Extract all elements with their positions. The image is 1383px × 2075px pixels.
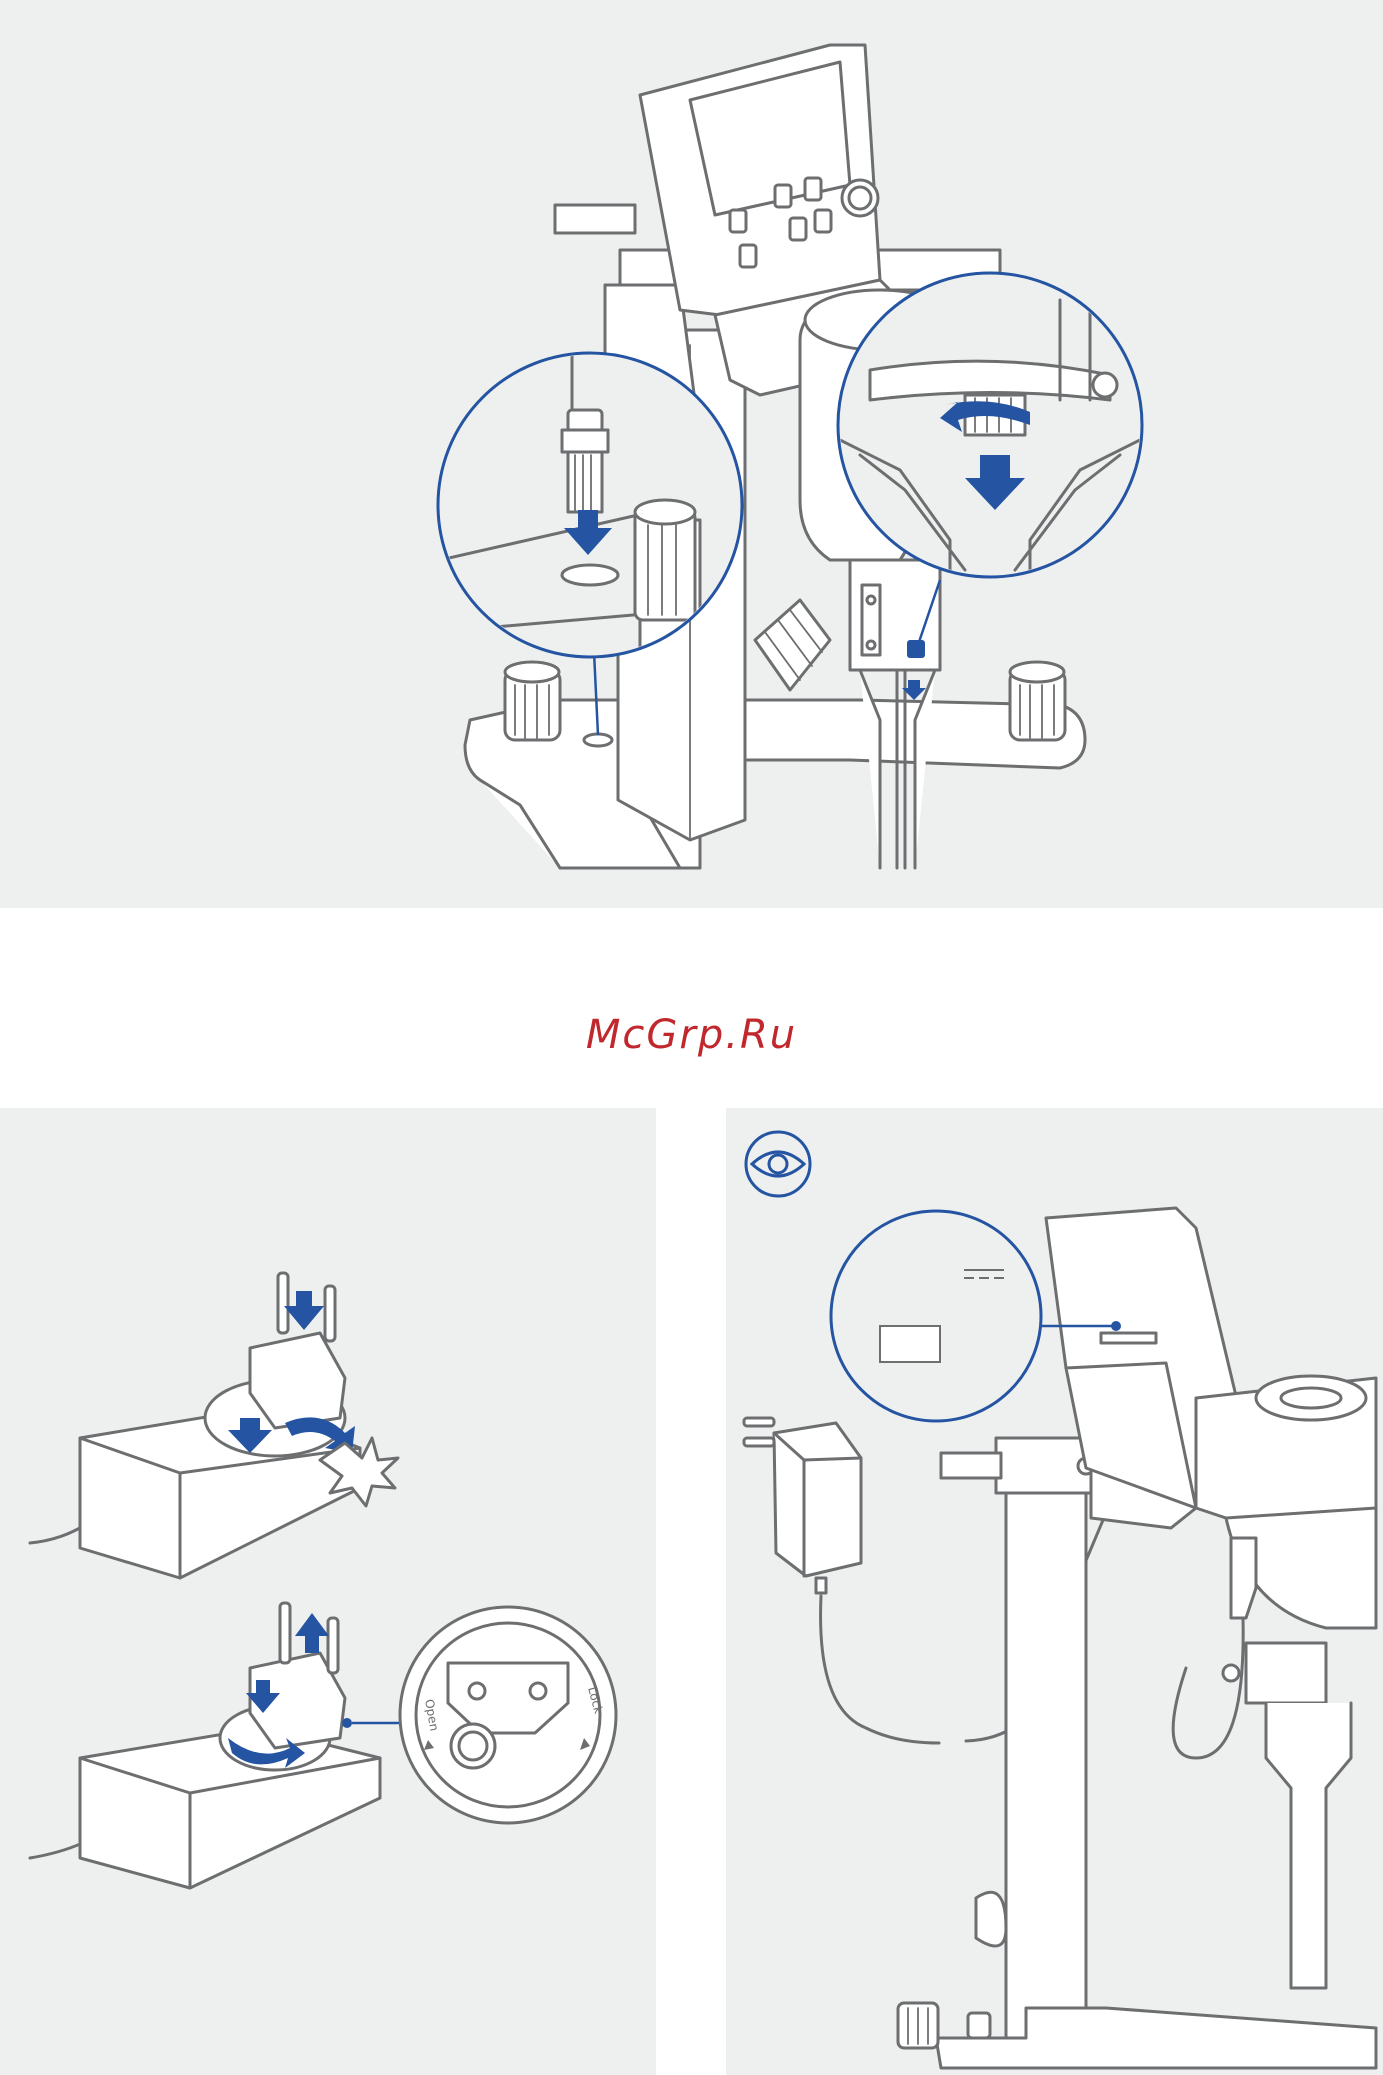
leveling-foot [898, 2003, 938, 2048]
illustration-instrument-assembly [0, 0, 1383, 908]
eye-icon [746, 1132, 810, 1196]
base [936, 2008, 1376, 2068]
spindle-coupling [1246, 1643, 1326, 1703]
arrow-up-icon [295, 1613, 329, 1653]
power-adapter-1 [30, 1273, 398, 1578]
probe-connector [1231, 1538, 1256, 1618]
zoom-detail-adapter-lock: Open Lock [400, 1607, 616, 1823]
zoom-detail-rating-label [831, 1211, 1041, 1421]
holder-rod [555, 205, 635, 233]
plug-pin [328, 1618, 338, 1673]
stand-column [1006, 1476, 1086, 2056]
adapter-drawing: Open Lock [0, 1108, 656, 2075]
instrument-drawing [0, 0, 1383, 908]
plug-pin [278, 1273, 288, 1333]
height-knob [976, 1892, 1006, 1946]
plug-head [250, 1333, 345, 1428]
height-knob [755, 600, 830, 690]
base-hole [584, 734, 612, 746]
illustration-power-connection [726, 1108, 1383, 2075]
leveling-foot-right [1010, 662, 1065, 740]
foot-detail [635, 500, 695, 620]
leveling-foot-left [505, 662, 560, 740]
connection-drawing [726, 1108, 1383, 2075]
power-adapter-2 [30, 1603, 400, 1888]
holder-rod [941, 1453, 1001, 1478]
spindle-guard-right [915, 670, 935, 868]
watermark: McGrp.Ru [0, 1012, 1383, 1058]
power-socket [968, 2013, 990, 2038]
arrow-down-icon [284, 1291, 324, 1330]
plug-pin [325, 1286, 335, 1341]
illustration-power-adapter: Open Lock [0, 1108, 656, 2075]
spindle-tip [562, 410, 608, 512]
plug-pin [280, 1603, 290, 1663]
base-hole-detail [562, 565, 618, 585]
